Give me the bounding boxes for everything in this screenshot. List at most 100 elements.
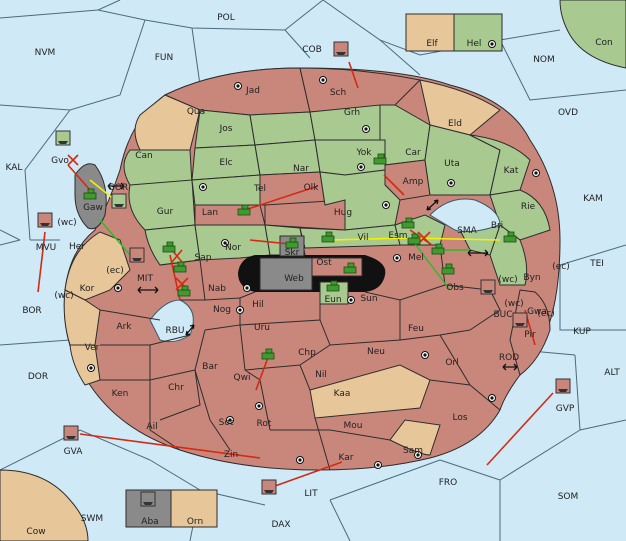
- sea-label: MIT: [137, 274, 153, 284]
- province-label: Nar: [293, 164, 309, 174]
- fleet-icon: [55, 130, 71, 146]
- province-kor[interactable]: [63, 289, 101, 346]
- supply-center-icon: [226, 416, 234, 424]
- province-sch[interactable]: [299, 67, 422, 113]
- sea-label: GOR: [108, 183, 128, 193]
- move-arrow-icon: [274, 461, 343, 487]
- province-label: Bri: [491, 221, 503, 231]
- province-rie[interactable]: [489, 189, 551, 241]
- sea-label: FRO: [439, 478, 458, 488]
- province-label: Nog: [213, 305, 231, 315]
- supply-center-icon: [374, 461, 382, 469]
- sea-label: FUN: [155, 53, 174, 63]
- fleet-icon: [140, 491, 156, 507]
- province-label: Sun: [360, 294, 377, 304]
- province-label: Ver: [85, 343, 100, 353]
- province-label: Sap: [195, 253, 212, 263]
- province-orn[interactable]: [170, 489, 218, 528]
- army-icon: [441, 263, 455, 275]
- army-icon: [407, 233, 421, 245]
- army-icon: [321, 231, 335, 243]
- fleet-icon: [37, 212, 53, 228]
- sea-label: GVP: [556, 404, 575, 414]
- move-arrow-icon: [383, 174, 405, 196]
- province-web[interactable]: [259, 257, 313, 291]
- sea-label: ROD: [499, 353, 519, 363]
- province-label: Hil: [252, 300, 264, 310]
- supply-center-icon: [414, 451, 422, 459]
- province-kaa[interactable]: [309, 364, 431, 419]
- province-can[interactable]: [123, 149, 193, 186]
- province-label: Eun: [324, 295, 341, 305]
- province-label: Yok: [355, 148, 372, 158]
- fleet-icon: [111, 193, 127, 209]
- province-label: Can: [135, 151, 153, 161]
- army-icon: [503, 231, 517, 243]
- province-label: Ken: [112, 389, 129, 399]
- supply-center-icon: [488, 394, 496, 402]
- army-units: [83, 153, 517, 360]
- province-sam[interactable]: [389, 419, 441, 456]
- supply-center-icon: [447, 179, 455, 187]
- province-label: Vil: [358, 233, 369, 243]
- province-label: Rie: [521, 202, 536, 212]
- army-icon: [237, 204, 251, 216]
- province-label: Nil: [315, 370, 327, 380]
- sea-label: POL: [217, 13, 235, 23]
- sea-labels: POL NVM FUN COB NOM OVD KAL MVU GOR KAM …: [6, 13, 621, 537]
- province-label: Kor: [80, 284, 95, 294]
- sea-label: RBU: [165, 326, 184, 336]
- province-pir[interactable]: [509, 289, 551, 376]
- fleet-icon: [261, 479, 277, 495]
- province-yok[interactable]: [314, 139, 386, 176]
- province-label: Kat: [504, 166, 519, 176]
- province-aba[interactable]: [125, 489, 172, 528]
- province-gur[interactable]: [128, 179, 196, 231]
- sea-label: DOR: [28, 372, 48, 382]
- fleet-icon: [333, 41, 349, 57]
- province-hug-east[interactable]: [319, 169, 401, 231]
- move-arrow-icon: [249, 239, 291, 245]
- army-icon: [173, 261, 187, 273]
- army-icon: [401, 217, 415, 229]
- province-label: Sch: [330, 88, 346, 98]
- province-label: Nab: [208, 284, 226, 294]
- sea-label: BUC: [493, 310, 512, 320]
- sea-label: SMA: [457, 226, 477, 236]
- province-elf[interactable]: [405, 13, 455, 52]
- province-cow[interactable]: [0, 469, 89, 541]
- sea-label: GVA: [64, 447, 84, 457]
- sea-label: KAL: [6, 163, 23, 173]
- sea-label: DAX: [271, 520, 290, 530]
- support-line: [99, 219, 131, 256]
- province-label: Zin: [224, 450, 238, 460]
- province-ver[interactable]: [69, 344, 101, 386]
- province-con[interactable]: [559, 0, 626, 69]
- bounce-arrows-icon: [107, 182, 125, 190]
- province-label: Uta: [444, 159, 460, 169]
- army-icon: [162, 241, 176, 253]
- move-arrow-icon: [348, 61, 359, 89]
- move-arrow-icon: [79, 433, 261, 459]
- support-line: [411, 239, 451, 291]
- province-label: Gur: [157, 207, 174, 217]
- supply-center-icon: [393, 254, 401, 262]
- province-her[interactable]: [64, 231, 131, 301]
- army-icon: [343, 262, 357, 274]
- sea-label: Con: [595, 38, 613, 48]
- province-label: Esm: [388, 231, 407, 241]
- province-label: Kaa: [334, 389, 351, 399]
- province-label: Ark: [116, 322, 132, 332]
- province-eld[interactable]: [419, 79, 501, 136]
- province-label: Los: [452, 413, 467, 423]
- province-jos-east[interactable]: [249, 111, 316, 146]
- province-label: Hel: [467, 39, 482, 49]
- province-label: Jad: [245, 86, 260, 96]
- province-label: Grh: [344, 108, 360, 118]
- army-icon: [285, 237, 299, 249]
- sea-label: SWM: [81, 514, 103, 524]
- province-label: Rot: [257, 419, 272, 429]
- supply-center-icon: [347, 296, 355, 304]
- province-label: Orl: [445, 358, 458, 368]
- province-nar[interactable]: [254, 139, 321, 176]
